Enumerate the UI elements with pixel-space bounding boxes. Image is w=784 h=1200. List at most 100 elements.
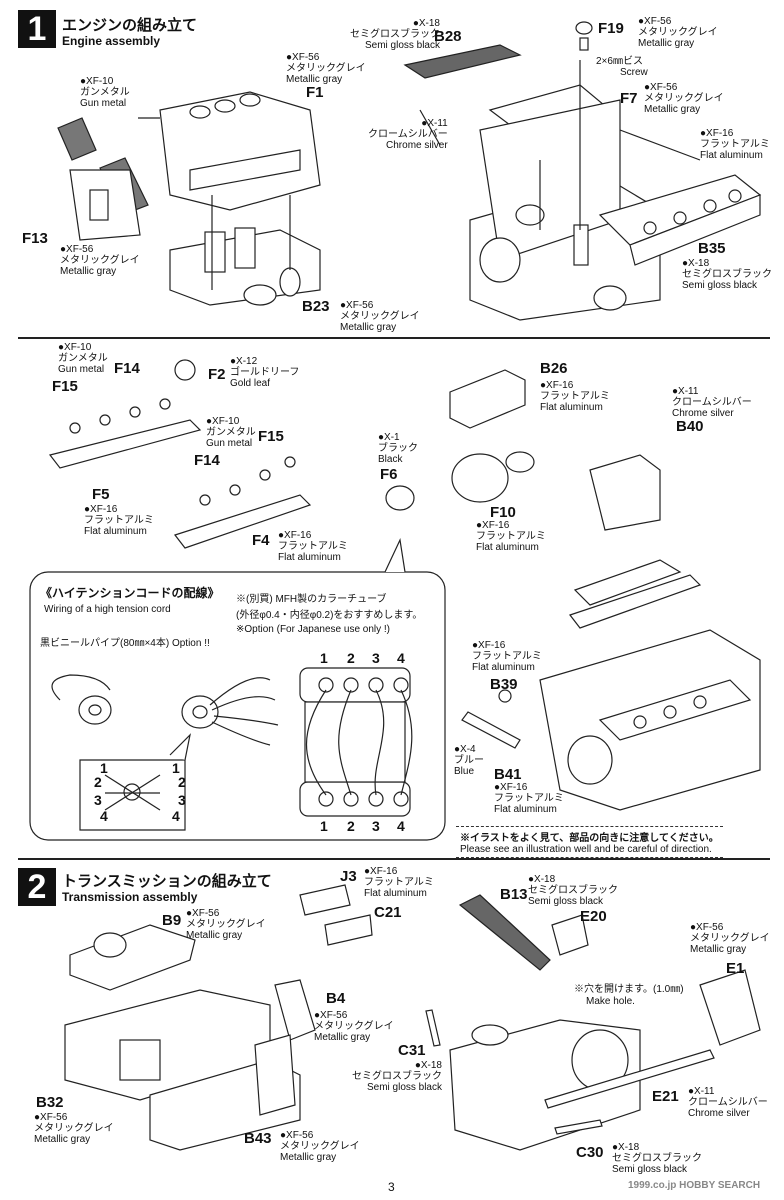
- conn-num-l3: 3: [94, 792, 102, 808]
- cyl-num-bot-3: 3: [372, 818, 380, 834]
- f15-label-b: F15: [258, 428, 284, 445]
- f15-label-a: F15: [52, 378, 78, 395]
- f6-label: F6: [380, 466, 398, 483]
- f13-label: F13: [22, 230, 48, 247]
- ignition-illustration: [29, 359, 761, 841]
- cyl-num-bot-2: 2: [347, 818, 355, 834]
- e21-shaft: [544, 1049, 715, 1109]
- b28-label: B28: [434, 28, 462, 45]
- f2-part: [174, 359, 196, 381]
- step2-title-jp: トランスミッションの組み立て: [62, 872, 272, 890]
- c31-part: [425, 1009, 441, 1047]
- x4-pipe: [461, 711, 521, 749]
- c30-part: [554, 1119, 603, 1135]
- cyl-num-top-3: 3: [372, 650, 380, 666]
- screw-label-jp: 2×6㎜ビス: [596, 56, 643, 67]
- f2-label: F2: [208, 366, 226, 383]
- cyl-num-top-2: 2: [347, 650, 355, 666]
- b35-cylinder-head: [598, 174, 762, 266]
- b39-part: [498, 689, 512, 703]
- e20-part: [551, 914, 589, 956]
- j3-label: J3: [340, 868, 357, 885]
- conn-num-r1: 1: [172, 760, 180, 776]
- cyl-num-top-4: 4: [397, 650, 405, 666]
- f1-engine-block: [159, 91, 321, 211]
- b39-label: B39: [490, 676, 518, 693]
- b23-label: B23: [302, 298, 330, 315]
- step1-title-jp: エンジンの組み立て: [62, 16, 198, 34]
- separator-1: [18, 337, 770, 339]
- f14-label-a: F14: [114, 360, 140, 377]
- b26-box: [449, 369, 526, 429]
- watermark: 1999.co.jp HOBBY SEARCH: [628, 1180, 761, 1191]
- wiring-title-jp: 《ハイテンションコードの配線》: [40, 586, 220, 600]
- conn-num-l1: 1: [100, 760, 108, 776]
- page-number: 3: [388, 1180, 395, 1194]
- wiring-title-en: Wiring of a high tension cord: [44, 604, 171, 615]
- c21-part: [324, 914, 373, 946]
- f19-label: F19: [598, 20, 624, 37]
- b13-label: B13: [500, 886, 528, 903]
- wiring-note-3: ※Option (For Japanese use only !): [236, 624, 391, 635]
- b9-part: [69, 924, 196, 991]
- f14-label-b: F14: [194, 452, 220, 469]
- c30-label: C30: [576, 1144, 604, 1161]
- b13-bar: [458, 894, 551, 971]
- f13-cam-covers: [57, 117, 149, 241]
- b41-label: B41: [494, 766, 522, 783]
- f7-label: F7: [620, 90, 638, 107]
- b4-label: B4: [326, 990, 346, 1007]
- conn-num-r4: 4: [172, 808, 180, 824]
- engine-assembly-illustration: [57, 21, 762, 321]
- step1-number: 1: [18, 10, 56, 48]
- conn-num-l2: 2: [94, 774, 102, 790]
- screw-label-en: Screw: [620, 67, 648, 78]
- wiring-note-1: ※(別買) MFH製のカラーチューブ: [236, 594, 387, 605]
- f10-label: F10: [490, 504, 516, 521]
- wiring-tube-note: 黒ビニールパイプ(80㎜×4本) Option !!: [40, 638, 210, 649]
- make-hole-en: Make hole.: [586, 996, 635, 1007]
- e1-part: [699, 969, 761, 1046]
- make-hole-jp: ※穴を開けます。(1.0㎜): [574, 984, 684, 995]
- f1-label: F1: [306, 84, 324, 101]
- e20-label: E20: [580, 908, 607, 925]
- b32-side: [254, 1034, 296, 1116]
- f5-label: F5: [92, 486, 110, 503]
- wiring-note-2: (外径φ0.4・内径φ0.2)をおすすめします。: [236, 610, 423, 621]
- c31-label: C31: [398, 1042, 426, 1059]
- separator-2: [18, 858, 770, 860]
- step2-number: 2: [18, 868, 56, 906]
- c21-label: C21: [374, 904, 402, 921]
- b4-part: [274, 979, 316, 1041]
- step2-title-en: Transmission assembly: [62, 890, 198, 904]
- b32-label: B32: [36, 1094, 64, 1111]
